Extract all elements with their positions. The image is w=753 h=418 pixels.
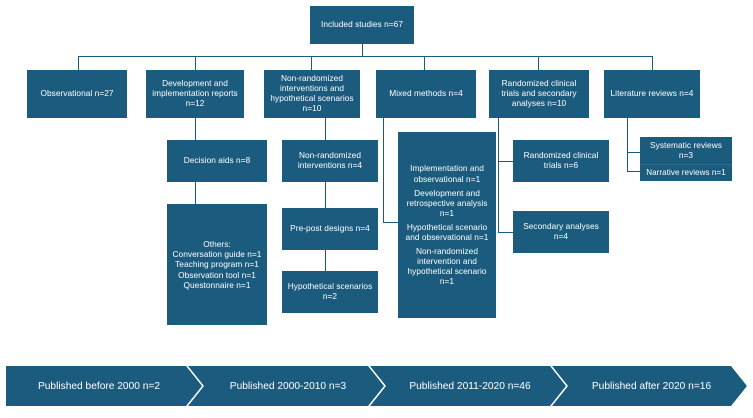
mixed-line-development-retrospective: Development and retrospective analysis n… — [406, 187, 488, 218]
node-development-reports: Development and implementation reports n… — [146, 70, 244, 118]
node-hypothetical-scenarios: Hypothetical scenarios n=2 — [282, 271, 378, 313]
connector-drop-development — [195, 56, 196, 70]
connector-reviews-spine — [627, 118, 628, 171]
mixed-line-implementation-observational: Implementation and observational n=1 — [410, 163, 484, 184]
connector-drop-mixed — [424, 56, 425, 70]
node-decision-aids: Decision aids n=8 — [167, 140, 267, 182]
node-randomized-clinical-trials: Randomized clinical trials n=6 — [513, 140, 609, 182]
connector-reviews-to-narrative — [627, 171, 641, 172]
node-nonrandomized-hypothetical: Non-randomized interventions and hypothe… — [264, 70, 360, 118]
timeline-chevron-before-2000: Published before 2000 n=2 — [6, 366, 202, 406]
others-line-teaching-program: Teaching program n=1 — [175, 259, 259, 270]
node-narrative-reviews: Narrative reviews n=1 — [640, 164, 732, 181]
connector-root-stem — [362, 44, 363, 57]
node-mixed-methods-detail: Implementation and observational n=1 Dev… — [398, 132, 496, 318]
node-secondary-analyses: Secondary analyses n=4 — [513, 211, 609, 253]
connector-mixed-spine — [383, 118, 384, 223]
mixed-line-nonrandomized-hypothetical: Non-randomized intervention and hypothet… — [407, 246, 487, 287]
others-line-conversation-guide: Conversation guide n=1 — [172, 249, 262, 260]
node-literature-reviews: Literature reviews n=4 — [604, 70, 700, 118]
node-included-studies: Included studies n=67 — [310, 6, 414, 44]
timeline-chevron-2011-2020: Published 2011-2020 n=46 — [370, 366, 566, 406]
node-others: Others: Conversation guide n=1 Teaching … — [167, 204, 267, 325]
node-mixed-methods: Mixed methods n=4 — [376, 70, 476, 118]
reviews-divider — [640, 164, 732, 165]
connector-mixed-to-detail — [383, 222, 399, 223]
timeline-chevron-2000-2010: Published 2000-2010 n=3 — [188, 366, 384, 406]
connector-drop-reviews — [652, 56, 653, 70]
timeline-chevron-after-2020: Published after 2020 n=16 — [552, 366, 747, 406]
connector-nonrandomized-spine — [325, 118, 326, 292]
node-prepost-designs: Pre-post designs n=4 — [282, 208, 378, 250]
mixed-line-hypothetical-observational: Hypothetical scenario and observational … — [405, 221, 489, 243]
publication-timeline: Published before 2000 n=2 Published 2000… — [6, 366, 747, 406]
connector-randomized-to-rct — [498, 161, 515, 162]
node-observational: Observational n=27 — [27, 70, 127, 118]
node-systematic-reviews: Systematic reviews n=3 — [640, 137, 732, 164]
others-line-observation-tool: Observation tool n=1 — [178, 269, 256, 280]
connector-level1-bus — [78, 56, 652, 57]
others-line-title: Others: — [203, 239, 231, 250]
connector-drop-randomized — [538, 56, 539, 70]
connector-drop-observational — [78, 56, 79, 70]
connector-drop-nonrandomized — [311, 56, 312, 70]
connector-reviews-to-systematic — [627, 152, 641, 153]
node-nonrandomized-interventions: Non-randomized interventions n=4 — [282, 140, 378, 182]
connector-randomized-to-secondary — [498, 232, 515, 233]
others-line-questionnaire: Questonnaire n=1 — [183, 279, 251, 290]
node-randomized-secondary: Randomized clinical trials and secondary… — [489, 70, 589, 118]
connector-randomized-spine — [498, 118, 499, 233]
